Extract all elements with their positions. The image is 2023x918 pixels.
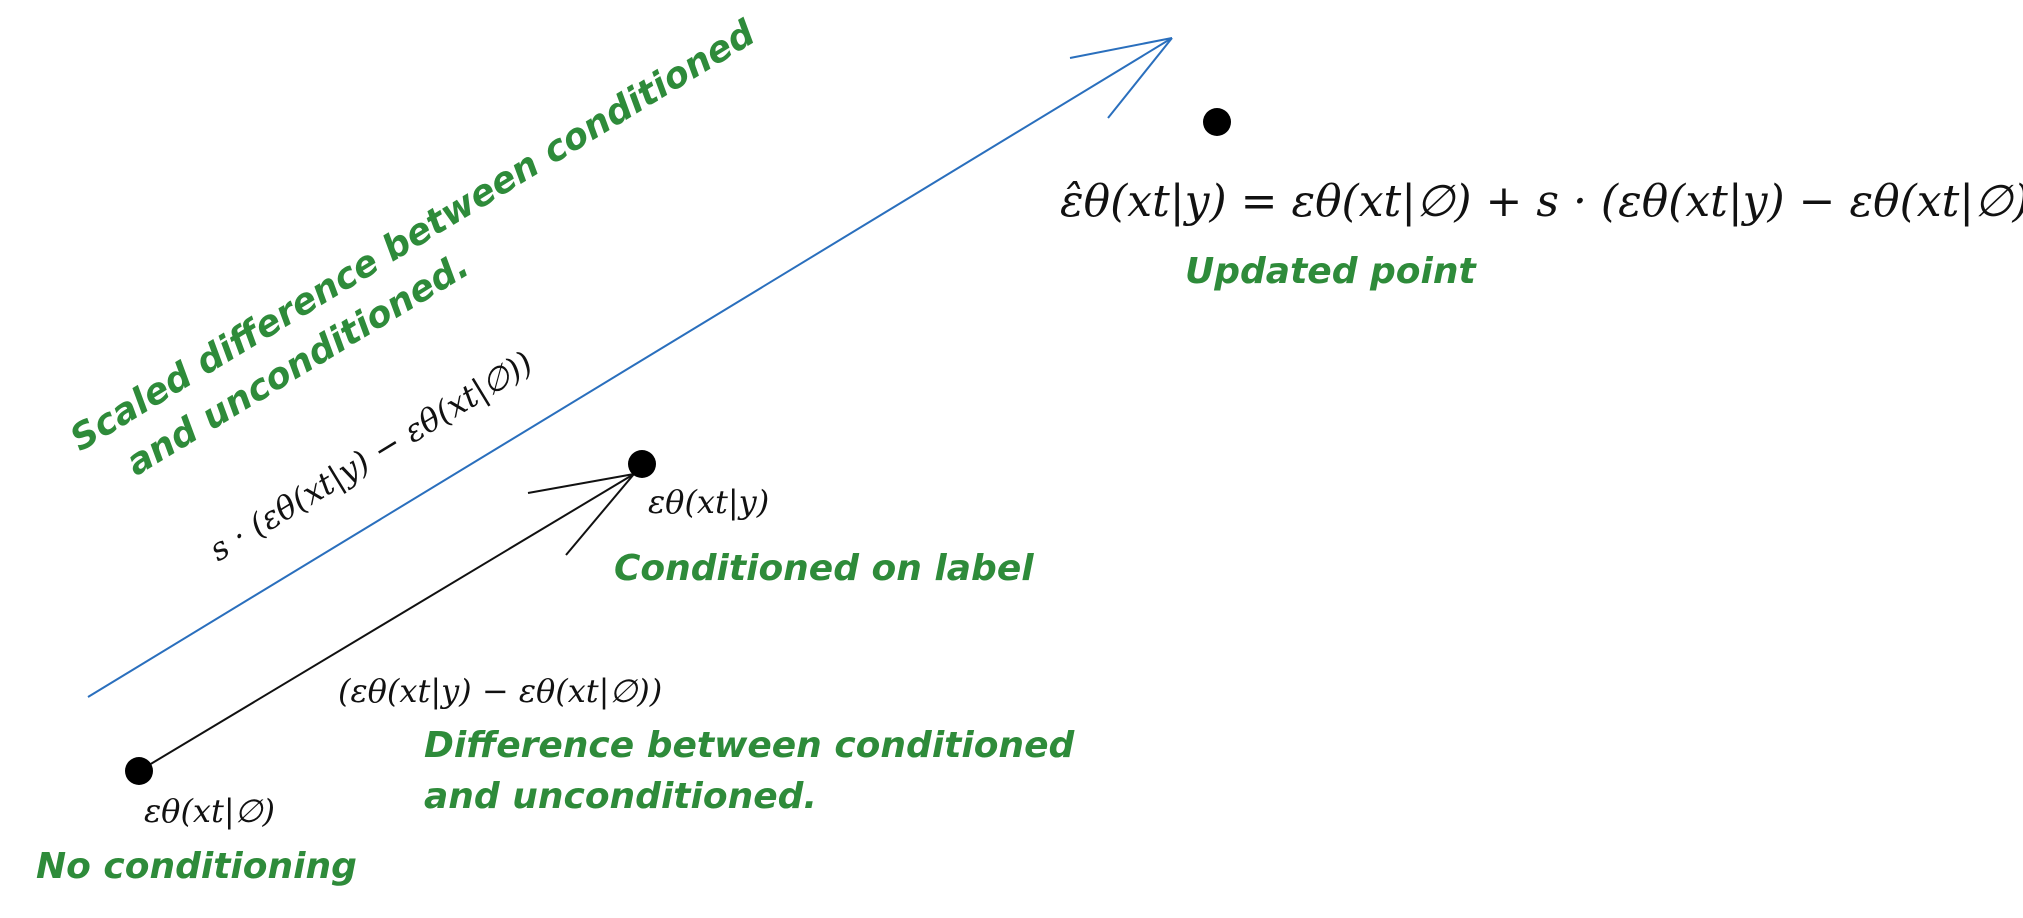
conditioned-point-label: Conditioned on label <box>614 548 1034 589</box>
updated-point-label: Updated point <box>1185 251 1477 292</box>
difference-note-line1: Difference between conditioned <box>424 725 1075 766</box>
scaled-difference-arrow <box>87 37 1173 698</box>
scaled-note-line1: Scaled difference between conditioned <box>63 12 763 460</box>
difference-arrow <box>138 473 635 772</box>
unconditioned-point <box>125 757 153 785</box>
updated-point <box>1203 108 1231 136</box>
difference-formula: (εθ(xt|y) − εθ(xt|∅)) <box>338 672 662 710</box>
conditioned-point <box>628 450 656 478</box>
unconditioned-point-label: No conditioning <box>36 846 357 887</box>
unconditioned-point-formula: εθ(xt|∅) <box>144 792 275 830</box>
conditioned-point-formula: εθ(xt|y) <box>648 483 769 521</box>
updated-point-formula: ε̂θ(xt|y) = εθ(xt|∅) + s · (εθ(xt|y) − ε… <box>1060 176 2023 227</box>
difference-note-line2: and unconditioned. <box>424 776 817 817</box>
